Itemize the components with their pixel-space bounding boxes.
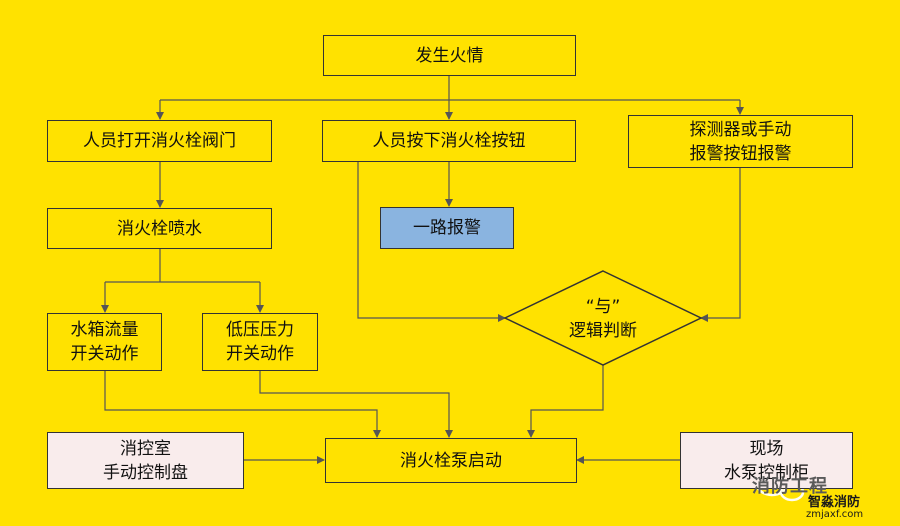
connector-button-to-and (357, 162, 506, 322)
watermark-url: zmjaxf.com (806, 509, 864, 520)
onsite-pump-cabinet-box: 现场 水泵控制柜 (680, 432, 853, 489)
detector-alarm-box: 探测器或手动 报警按钮报警 (628, 115, 853, 168)
pump-start-label: 消火栓泵启动 (400, 450, 502, 471)
pump-start-box: 消火栓泵启动 (325, 438, 577, 483)
detector-alarm-line-1: 探测器或手动 (689, 119, 792, 140)
control-room-panel-line-2: 手动控制盘 (103, 462, 188, 483)
and-logic-text: “与” 逻辑判断 (505, 286, 701, 352)
open-valve-box: 人员打开消火栓阀门 (47, 120, 272, 162)
and-logic-line-2: 逻辑判断 (569, 321, 637, 341)
open-valve-label: 人员打开消火栓阀门 (83, 131, 236, 151)
onsite-pump-cabinet-line-2: 水泵控制柜 (724, 462, 809, 483)
hydrant-spray-box: 消火栓喷水 (47, 208, 272, 249)
alarm-line-box: 一路报警 (380, 207, 514, 249)
connector-and-to-pump (527, 365, 604, 438)
press-button-box: 人员按下消火栓按钮 (322, 120, 576, 162)
tank-flow-switch-line-1: 水箱流量 (70, 320, 139, 340)
control-room-panel-box: 消控室 手动控制盘 (47, 432, 244, 489)
low-pressure-switch-line-1: 低压压力 (226, 320, 294, 340)
press-button-label: 人员按下消火栓按钮 (372, 131, 526, 151)
connector-pressure-to-pump (259, 371, 453, 438)
alarm-line-label: 一路报警 (413, 218, 481, 238)
connector-tank-to-pump (104, 371, 381, 438)
low-pressure-switch-line-2: 开关动作 (226, 344, 294, 364)
fire-occurs-box: 发生火情 (323, 35, 576, 76)
fire-occurs-label: 发生火情 (415, 45, 484, 66)
low-pressure-switch-box: 低压压力 开关动作 (202, 313, 318, 371)
detector-alarm-line-2: 报警按钮报警 (689, 143, 792, 164)
watermark-brand: 智淼消防 (808, 495, 861, 510)
tank-flow-switch-line-2: 开关动作 (70, 344, 139, 364)
tank-flow-switch-box: 水箱流量 开关动作 (47, 313, 162, 371)
connector-detector-to-and (700, 168, 741, 322)
hydrant-spray-label: 消火栓喷水 (117, 218, 202, 239)
watermark-title: 消防工程 (752, 476, 828, 497)
and-logic-line-1: “与” (585, 297, 621, 317)
onsite-pump-cabinet-line-1: 现场 (749, 438, 784, 459)
control-room-panel-line-1: 消控室 (120, 438, 171, 459)
and-logic-diamond (503, 270, 703, 366)
